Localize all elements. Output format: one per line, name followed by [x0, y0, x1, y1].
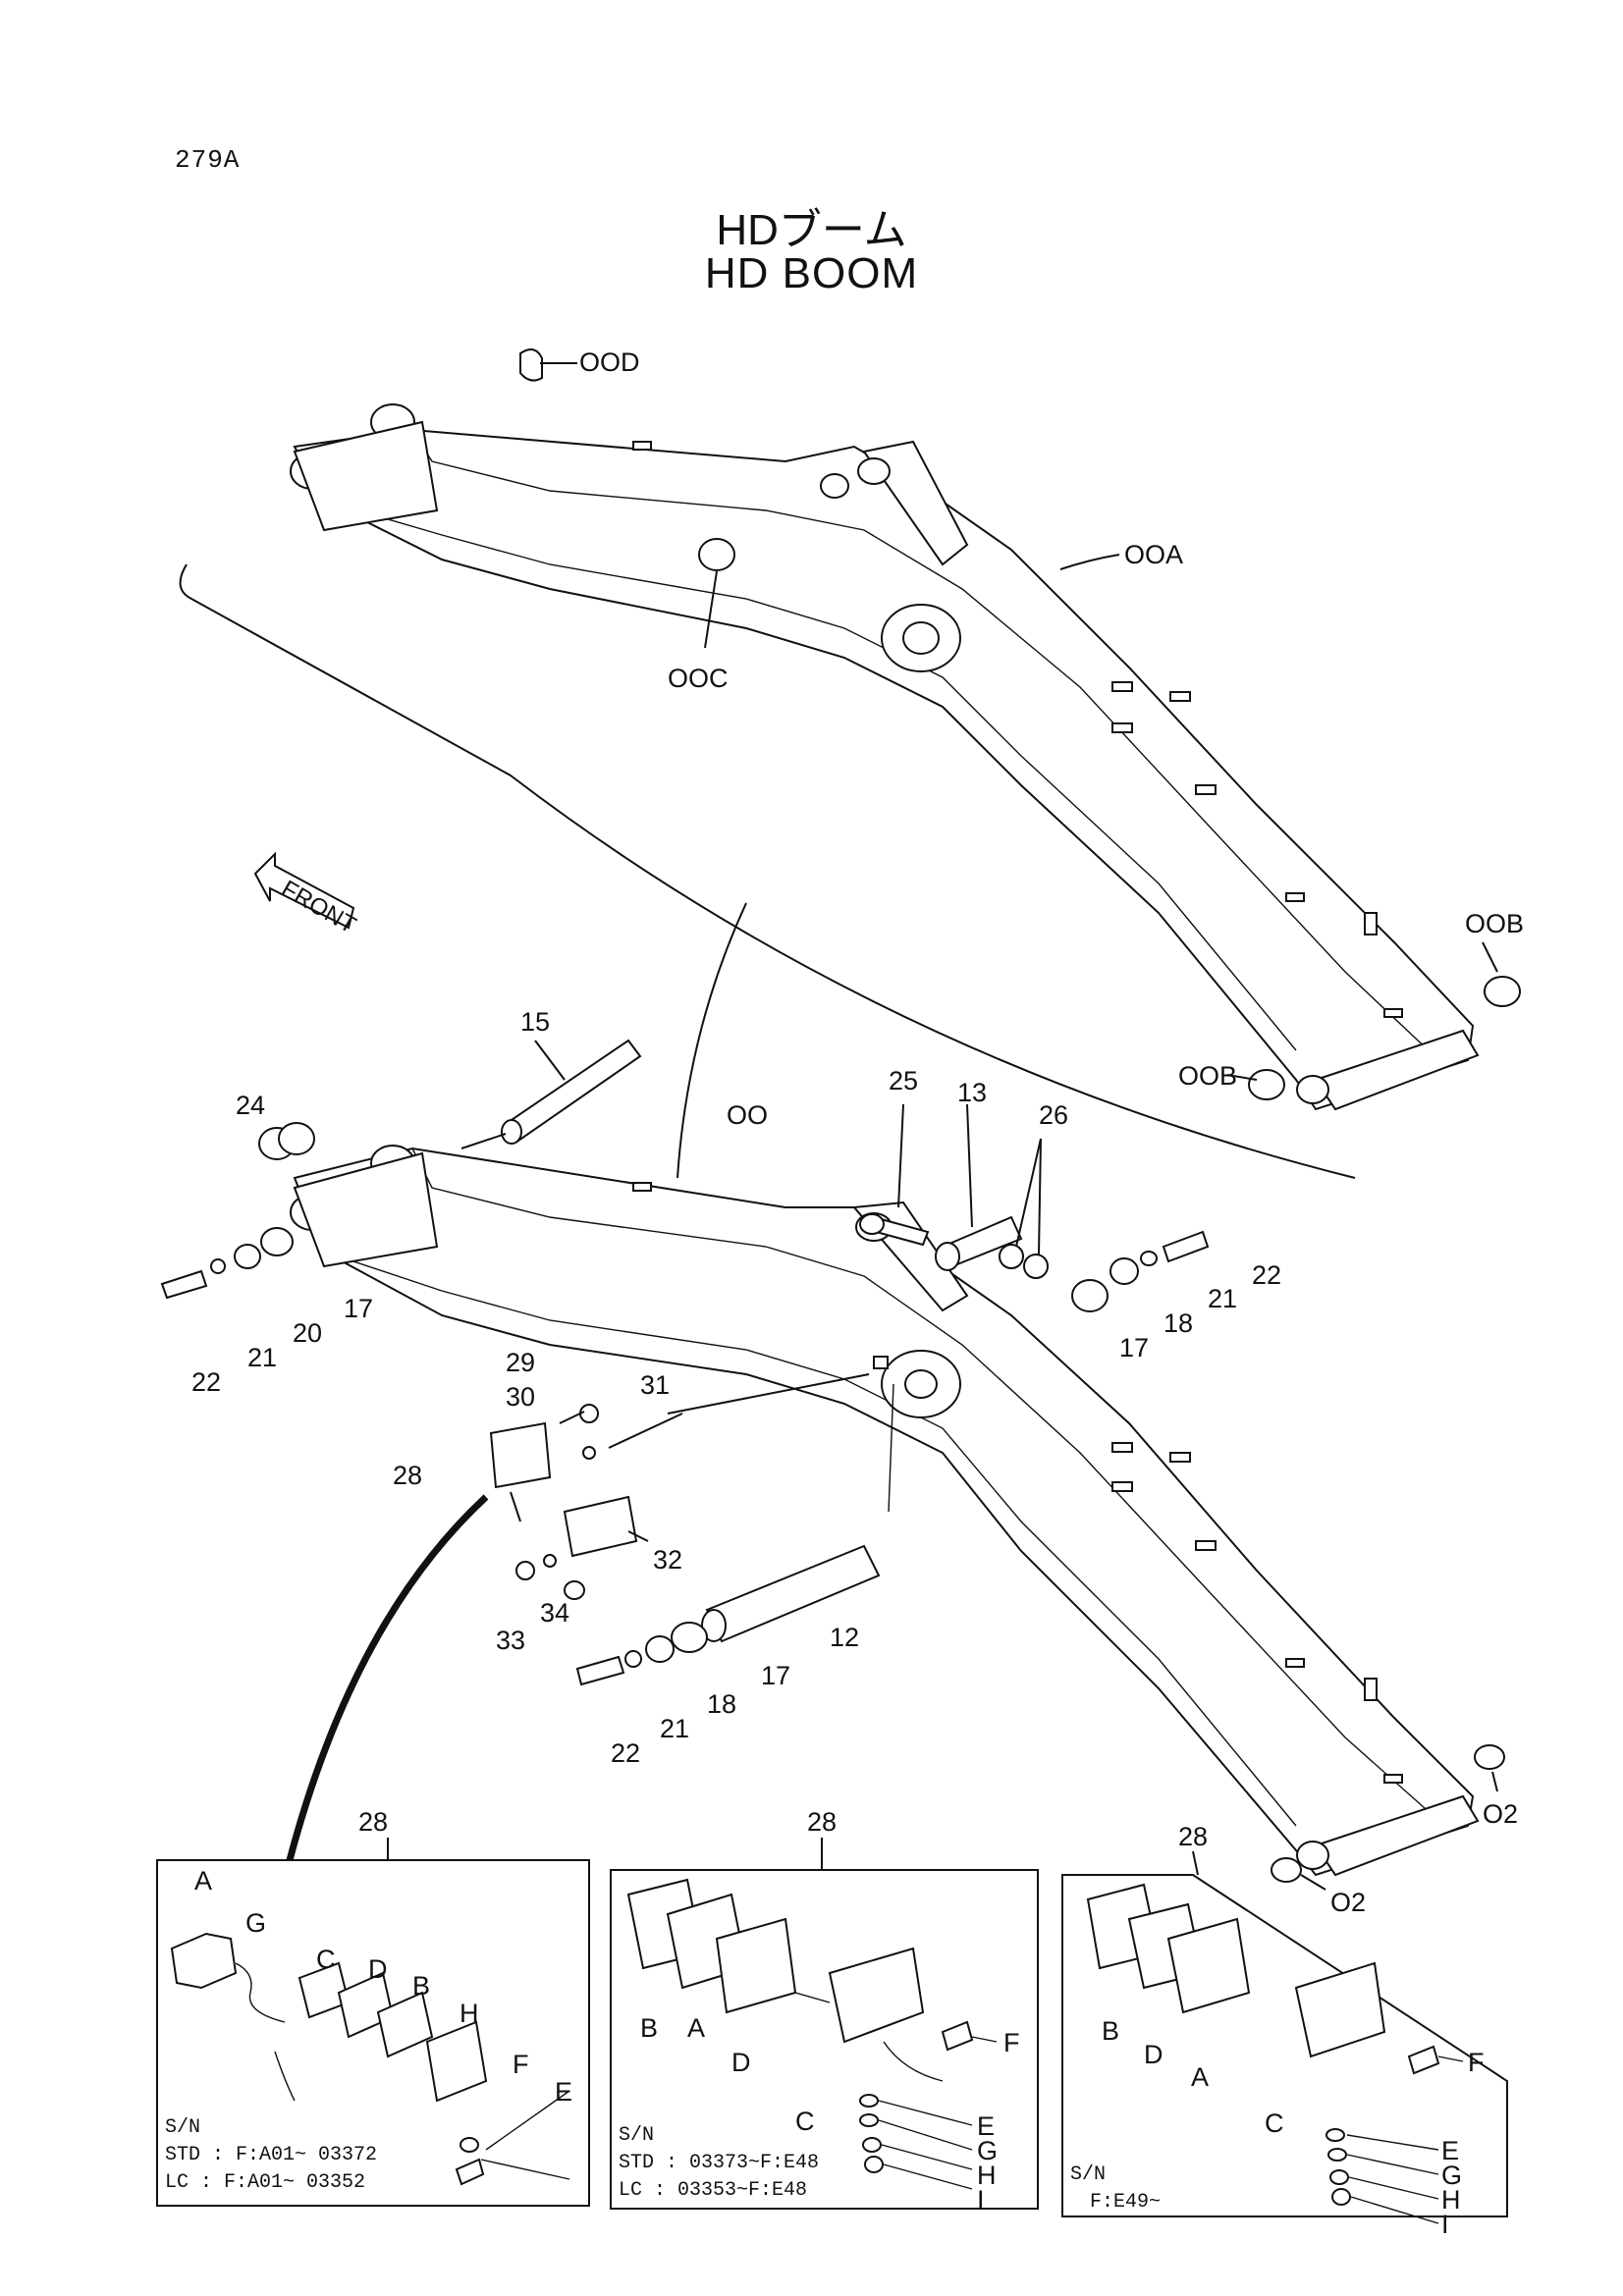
- inset-2-label-I: I: [977, 2185, 985, 2215]
- callout-21-left: 21: [247, 1343, 277, 1372]
- lamp-inset-3: 28 B D A C F E G H I S/N F:E49~: [1061, 1822, 1508, 2239]
- inset-1-sn-lc: LC : F:A01~ 03352: [165, 2171, 365, 2194]
- front-direction-arrow: FRONT: [253, 851, 360, 939]
- lower-boom-assembly: 15 24 OO 25 13 26 22 21 18 17 22 21 20 1…: [160, 1007, 1518, 1917]
- callout-12: 12: [830, 1623, 859, 1652]
- connector-curve: [676, 902, 747, 1179]
- inset-3-sn-title: S/N: [1070, 2163, 1106, 2186]
- inset-3-label-I: I: [1441, 2210, 1449, 2239]
- inset-2-sn-title: S/N: [619, 2124, 654, 2147]
- callout-17-bottom: 17: [761, 1661, 790, 1690]
- callout-15: 15: [520, 1007, 550, 1037]
- callout-25: 25: [889, 1066, 918, 1095]
- inset-3-label-E: E: [1441, 2136, 1459, 2165]
- inset-1-label-D: D: [368, 1954, 388, 1984]
- inset-2-sn-std: STD : 03373~F:E48: [619, 2152, 819, 2174]
- inset-1-label-C: C: [316, 1945, 336, 1974]
- inset-2-label-B: B: [640, 2013, 658, 2043]
- callout-21-bottom: 21: [660, 1714, 689, 1743]
- inset-2-label-G: G: [977, 2136, 998, 2165]
- inset-3-header: 28: [1178, 1822, 1208, 1851]
- inset-1-label-B: B: [412, 1971, 430, 2001]
- inset-3-label-G: G: [1441, 2161, 1462, 2190]
- callout-22-right: 22: [1252, 1260, 1281, 1290]
- inset-1-label-A: A: [194, 1866, 212, 1896]
- upper-boom-assembly: OOD OOA OOC OOB OOB: [179, 347, 1524, 1179]
- callout-22-left: 22: [191, 1367, 221, 1397]
- inset-2-label-C: C: [795, 2107, 815, 2136]
- lamp-inset-1: 28 A G C D B H F E S/N STD : F:A01~ 0337…: [156, 1807, 590, 2207]
- inset-1-sn-title: S/N: [165, 2116, 200, 2139]
- callout-31: 31: [640, 1370, 670, 1400]
- inset-2-label-H: H: [977, 2161, 997, 2190]
- callout-02-bottom: O2: [1330, 1888, 1366, 1917]
- callout-24: 24: [236, 1091, 265, 1120]
- inset-2-label-E: E: [977, 2111, 995, 2141]
- callout-00B-lower: OOB: [1178, 1061, 1237, 1091]
- callout-00D: OOD: [579, 347, 640, 377]
- callout-00: OO: [727, 1100, 768, 1130]
- callout-13: 13: [957, 1078, 987, 1107]
- inset-1-label-E: E: [555, 2077, 572, 2107]
- inset-3-label-D: D: [1144, 2040, 1163, 2069]
- callout-22-bottom: 22: [611, 1738, 640, 1768]
- callout-00B-right: OOB: [1465, 909, 1524, 938]
- callout-34: 34: [540, 1598, 569, 1628]
- callout-00A: OOA: [1124, 540, 1183, 569]
- inset-3-label-B: B: [1102, 2016, 1119, 2046]
- inset-3-label-A: A: [1191, 2062, 1209, 2092]
- inset-1-label-G: G: [245, 1908, 266, 1938]
- inset-1-sn-std: STD : F:A01~ 03372: [165, 2144, 377, 2166]
- callout-02-right: O2: [1483, 1799, 1518, 1829]
- callout-32: 32: [653, 1545, 682, 1575]
- callout-30: 30: [506, 1382, 535, 1412]
- inset-3-sn-f: F:E49~: [1090, 2191, 1161, 2214]
- inset-3-label-H: H: [1441, 2185, 1461, 2215]
- callout-17-left: 17: [344, 1294, 373, 1323]
- callout-21-right: 21: [1208, 1284, 1237, 1313]
- lamp-inset-2: 28 B A D C F E G H I S/N STD : 03373~F:E…: [610, 1807, 1039, 2215]
- callout-29: 29: [506, 1348, 535, 1377]
- callout-18-bottom: 18: [707, 1689, 736, 1719]
- inset-2-header: 28: [807, 1807, 837, 1837]
- inset-1-header: 28: [358, 1807, 388, 1837]
- inset-3-label-C: C: [1265, 2109, 1284, 2138]
- callout-17-right: 17: [1119, 1333, 1149, 1362]
- inset-2-label-D: D: [731, 2048, 751, 2077]
- inset-1-label-F: F: [513, 2050, 529, 2079]
- inset-2-label-F: F: [1003, 2028, 1020, 2057]
- callout-33: 33: [496, 1626, 525, 1655]
- page-number: 279A: [175, 145, 241, 175]
- callout-26: 26: [1039, 1100, 1068, 1130]
- callout-20-left: 20: [293, 1318, 322, 1348]
- inset-2-sn-lc: LC : 03353~F:E48: [619, 2179, 807, 2202]
- callout-00C: OOC: [668, 664, 729, 693]
- lamp-leader-curve: [286, 1494, 489, 1861]
- page-title-english: HD BOOM: [704, 249, 919, 297]
- callout-28: 28: [393, 1461, 422, 1490]
- page-title-japanese: HDブーム: [716, 206, 907, 254]
- inset-1-label-H: H: [460, 1999, 479, 2028]
- inset-2-label-A: A: [687, 2013, 705, 2043]
- inset-3-label-F: F: [1468, 2048, 1485, 2077]
- callout-18-right: 18: [1163, 1308, 1193, 1338]
